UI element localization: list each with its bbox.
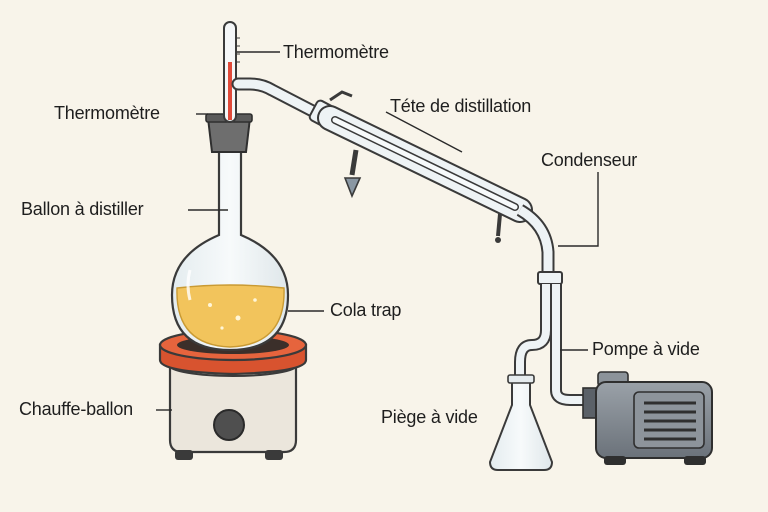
label-flask: Ballon à distiller <box>21 199 144 219</box>
label-condenser: Condenseur <box>541 150 638 170</box>
label-thermometer-side: Thermomètre <box>54 103 160 123</box>
flask-icon <box>170 148 290 352</box>
label-heating-mantle: Chauffe-ballon <box>19 399 133 419</box>
vacuum-line <box>514 271 595 406</box>
label-distillation-head: Téte de distillation <box>390 96 532 116</box>
vacuum-trap-icon <box>488 374 554 471</box>
vacuum-pump-icon <box>582 371 713 465</box>
heating-mantle-icon <box>158 328 308 460</box>
label-thermometer-top: Thermomètre <box>283 42 389 62</box>
condenser-icon <box>317 105 555 275</box>
label-vacuum-pump: Pompe à vide <box>592 339 700 359</box>
label-vacuum-trap: Piège à vide <box>381 407 478 427</box>
label-cold-trap: Cola trap <box>330 300 402 320</box>
leader-lines <box>156 51 599 411</box>
thermometer-icon <box>223 21 240 123</box>
